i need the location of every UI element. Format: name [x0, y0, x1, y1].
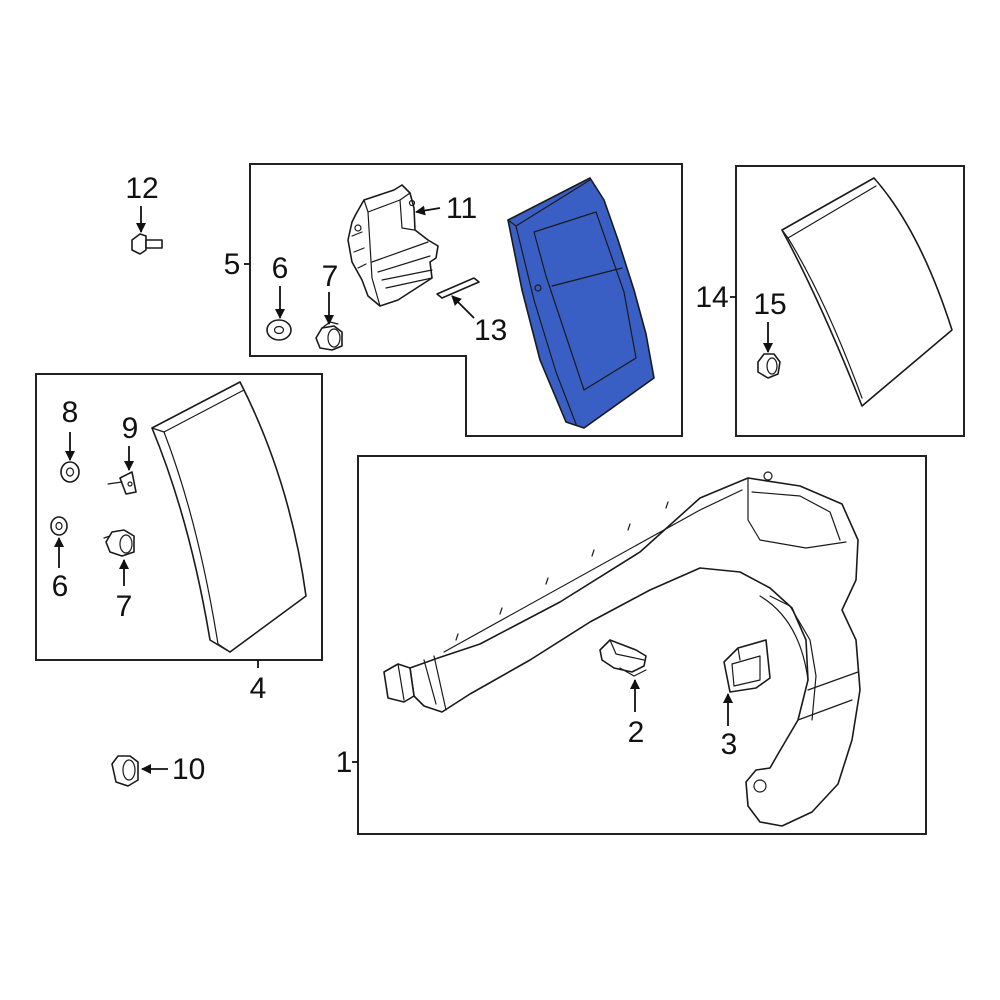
trim-panel-part-14[interactable] [781, 177, 953, 407]
callout-8: 8 [62, 396, 79, 429]
leader-11 [415, 205, 441, 216]
nut-part-7[interactable] [315, 321, 343, 351]
callout-6a: 6 [272, 252, 289, 285]
callout-2: 2 [628, 716, 645, 749]
callout-5: 5 [224, 248, 241, 281]
trim-panel-part-4[interactable] [151, 381, 307, 653]
callout-11: 11 [446, 192, 477, 225]
callout-13: 13 [474, 314, 507, 347]
bolt-part-12[interactable] [131, 233, 163, 255]
callout-12: 12 [125, 172, 158, 205]
module-bracket-part-11[interactable] [347, 184, 439, 307]
clip-part-2[interactable] [599, 639, 647, 677]
nut-part-10[interactable] [111, 755, 139, 787]
callout-7b: 7 [116, 590, 133, 623]
washer-part-8[interactable] [60, 461, 80, 483]
callout-15: 15 [753, 288, 786, 321]
leader-13 [451, 295, 475, 319]
nut-part-7-b[interactable] [103, 529, 135, 557]
callout-9: 9 [122, 412, 139, 445]
trim-panel-highlighted[interactable] [507, 177, 655, 429]
retainer-part-3[interactable] [723, 639, 771, 693]
stud-part-9[interactable] [107, 471, 137, 495]
callout-6b: 6 [52, 570, 69, 603]
washer-part-6[interactable] [266, 319, 292, 341]
callout-14: 14 [695, 281, 728, 314]
callout-4: 4 [250, 672, 267, 705]
callout-10: 10 [172, 753, 205, 786]
fender-liner-part-1[interactable] [383, 471, 861, 827]
nut-part-15[interactable] [757, 353, 781, 379]
callout-7a: 7 [322, 260, 339, 293]
trim-pad-part-13[interactable] [436, 277, 480, 299]
callout-1: 1 [336, 746, 353, 779]
washer-part-6-b[interactable] [50, 516, 68, 536]
callout-3: 3 [721, 728, 738, 761]
trim-pad-part-13-shape[interactable] [436, 277, 480, 299]
